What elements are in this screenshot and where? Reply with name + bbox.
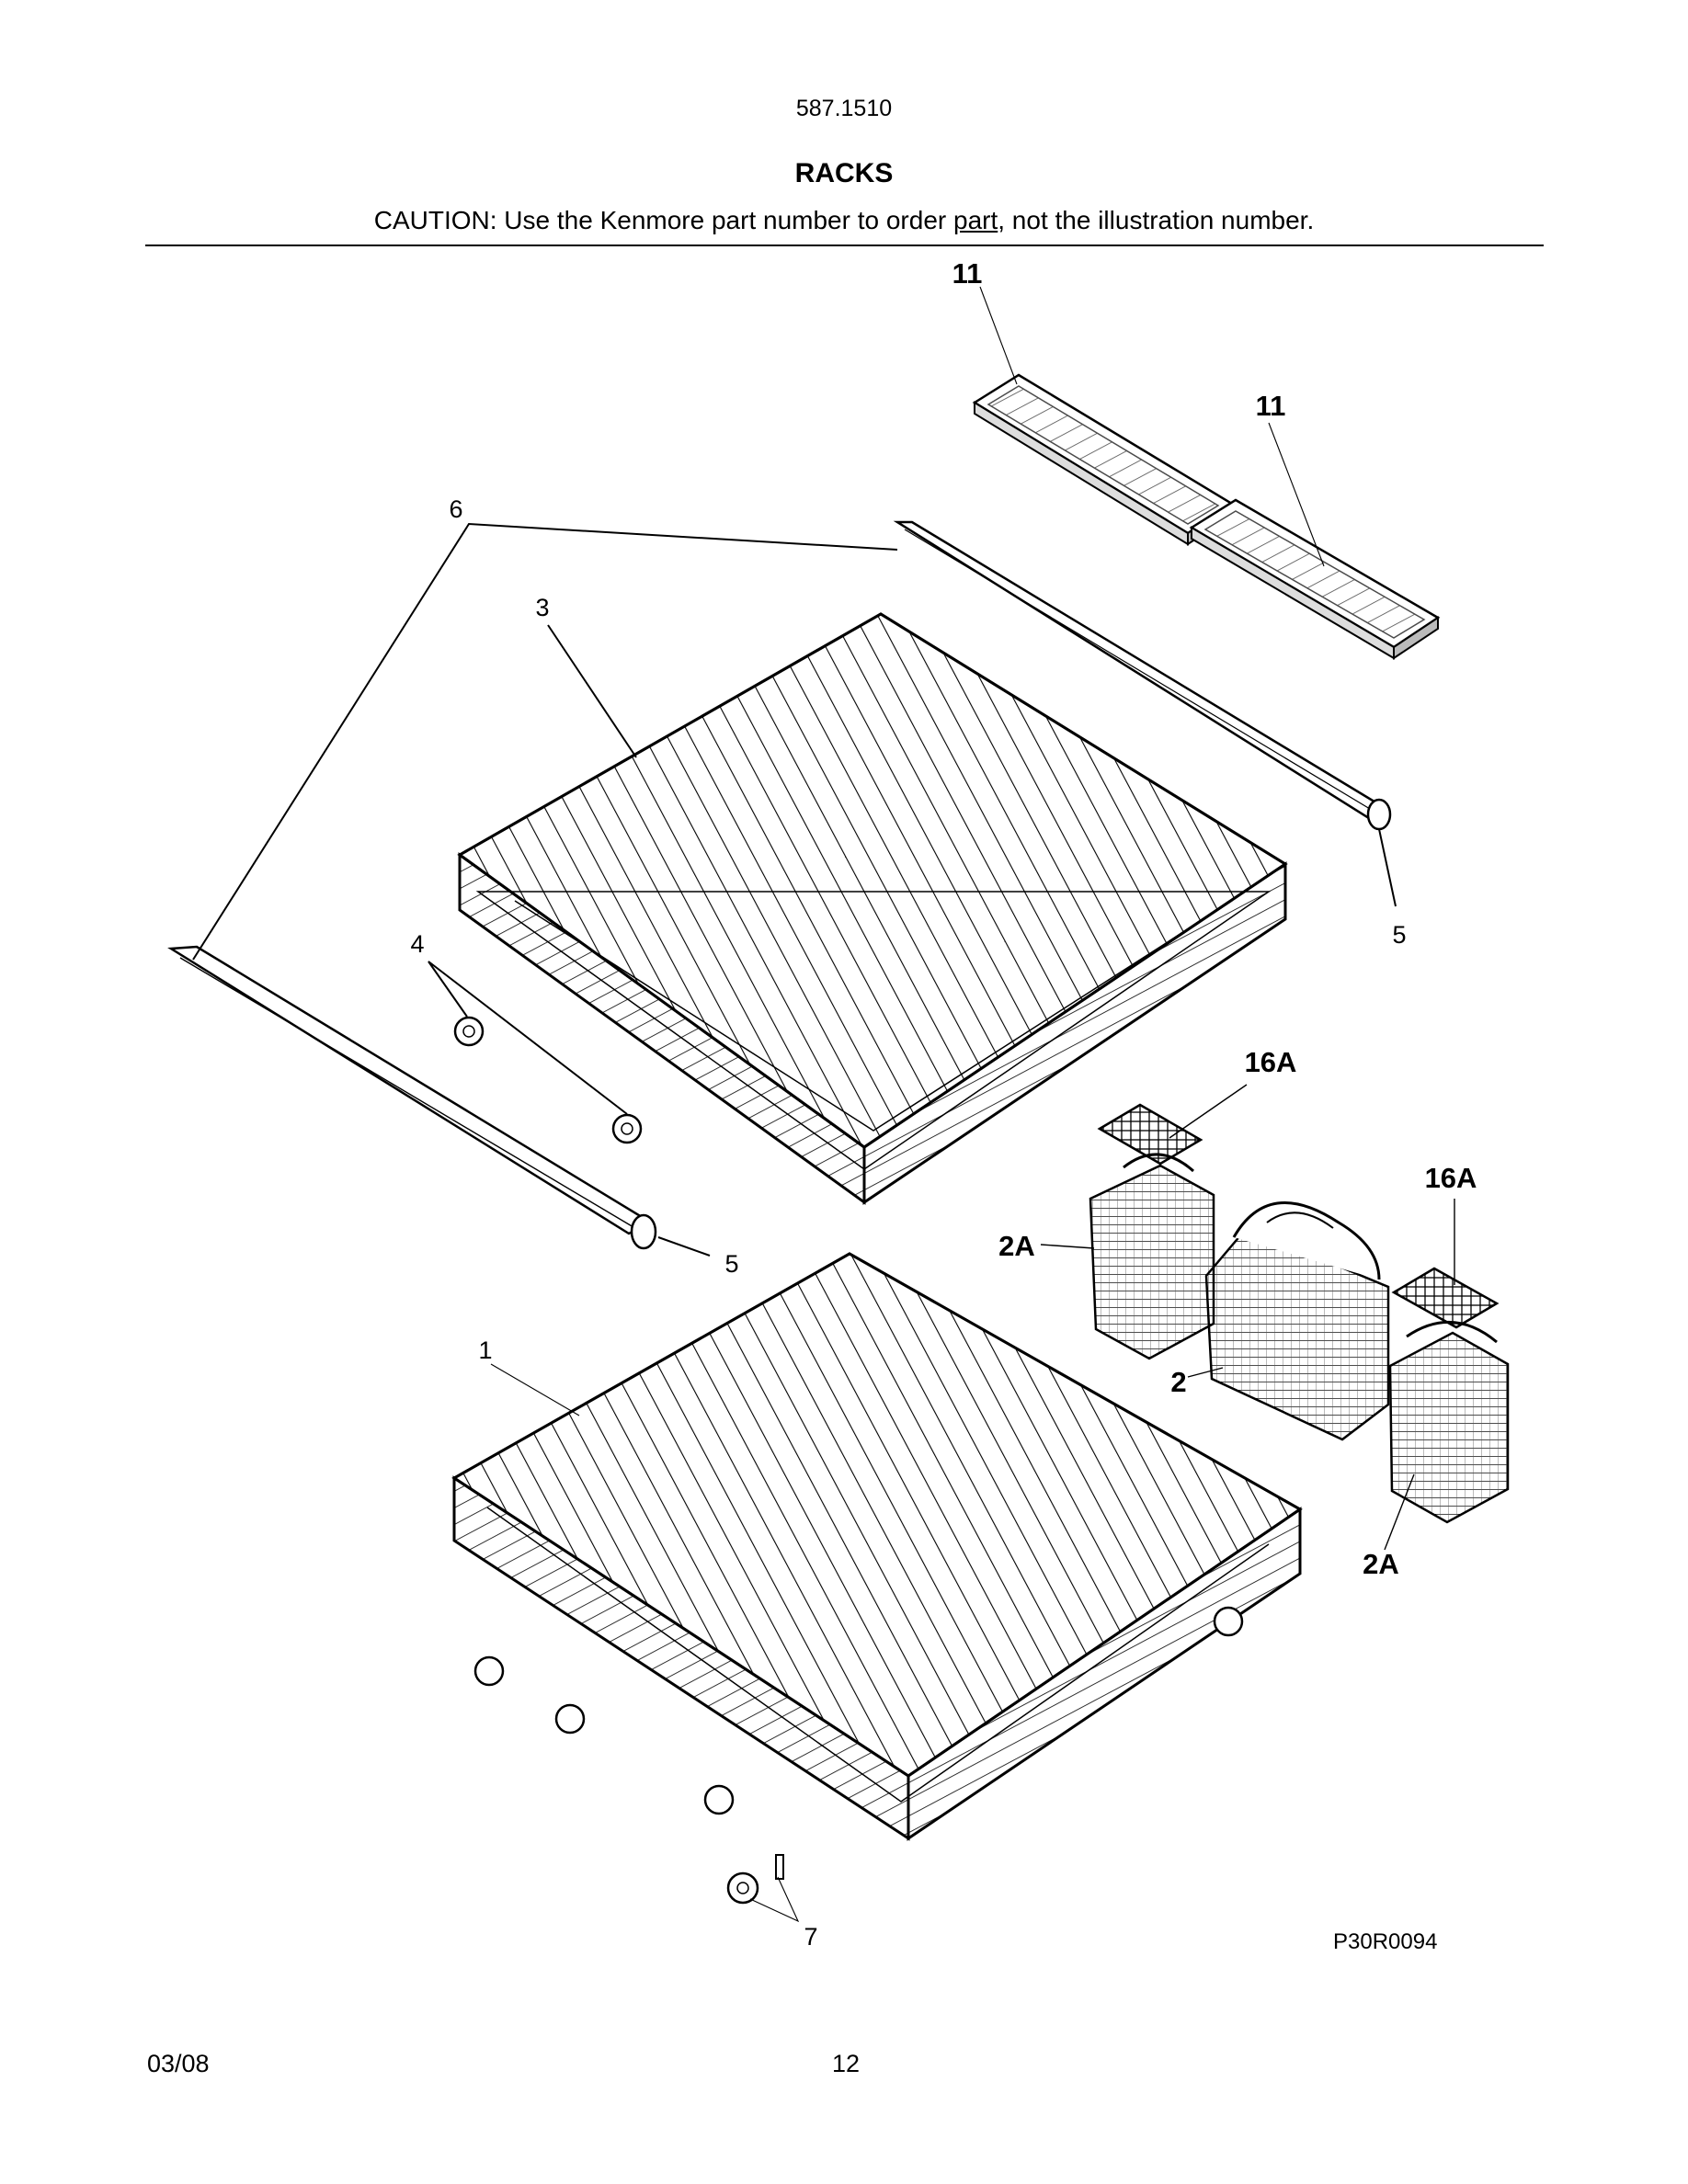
header-divider <box>145 245 1544 246</box>
callout-4: 4 <box>410 930 424 958</box>
diagram-code: P30R0094 <box>1333 1929 1437 1954</box>
part-5-stop-front <box>630 1213 657 1250</box>
model-number: 587.1510 <box>795 96 893 121</box>
part-7-wheel-assembly <box>726 1854 784 1905</box>
callout-11-upper: 11 <box>952 257 983 290</box>
part-2a-basket-left <box>1089 1153 1215 1360</box>
callout-6: 6 <box>449 495 462 523</box>
footer-date: 03/08 <box>147 2050 210 2077</box>
part-3-upper-rack <box>457 612 1288 1205</box>
lower-wheel-1 <box>473 1655 505 1687</box>
footer-page-number: 12 <box>831 2050 861 2077</box>
callout-1: 1 <box>478 1337 492 1364</box>
page-title: RACKS <box>794 158 894 188</box>
part-4-upper-wheel-right <box>611 1113 643 1144</box>
lower-wheel-2 <box>554 1703 586 1735</box>
callout-16a-right: 16A <box>1425 1162 1477 1194</box>
leader-lines <box>192 286 1455 1923</box>
part-1-lower-rack <box>451 1252 1303 1841</box>
caution-text-end: , not the illustration number. <box>998 206 1315 234</box>
caution-text: CAUTION: Use the Kenmore part number to … <box>373 206 953 234</box>
callout-2: 2 <box>1170 1366 1186 1398</box>
callout-3: 3 <box>535 594 549 621</box>
part-2a-basket-right <box>1388 1320 1510 1524</box>
callout-5-rear: 5 <box>1392 921 1406 949</box>
caution-link-text: part <box>953 206 998 234</box>
caution-note: CAUTION: Use the Kenmore part number to … <box>0 206 1688 235</box>
callout-7: 7 <box>804 1923 817 1951</box>
part-5-stop-rear <box>1366 798 1392 831</box>
part-11-tray-lower <box>1189 498 1441 660</box>
part-2-basket-center <box>1204 1201 1390 1441</box>
part-16a-lid-right <box>1391 1267 1500 1329</box>
part-16a-lid-left <box>1097 1103 1203 1166</box>
callout-2a-left: 2A <box>998 1230 1035 1262</box>
lower-rack-wheels <box>473 1606 1244 1815</box>
callout-5-front: 5 <box>724 1250 738 1278</box>
part-11-tray-upper <box>972 373 1235 546</box>
lower-wheel-3 <box>703 1784 735 1815</box>
callout-2a-right: 2A <box>1363 1548 1399 1580</box>
callout-11-lower: 11 <box>1256 390 1286 422</box>
callout-16a-left: 16A <box>1245 1046 1297 1078</box>
lower-wheel-4 <box>1213 1606 1244 1637</box>
part-4-upper-wheel-left <box>453 1016 485 1047</box>
